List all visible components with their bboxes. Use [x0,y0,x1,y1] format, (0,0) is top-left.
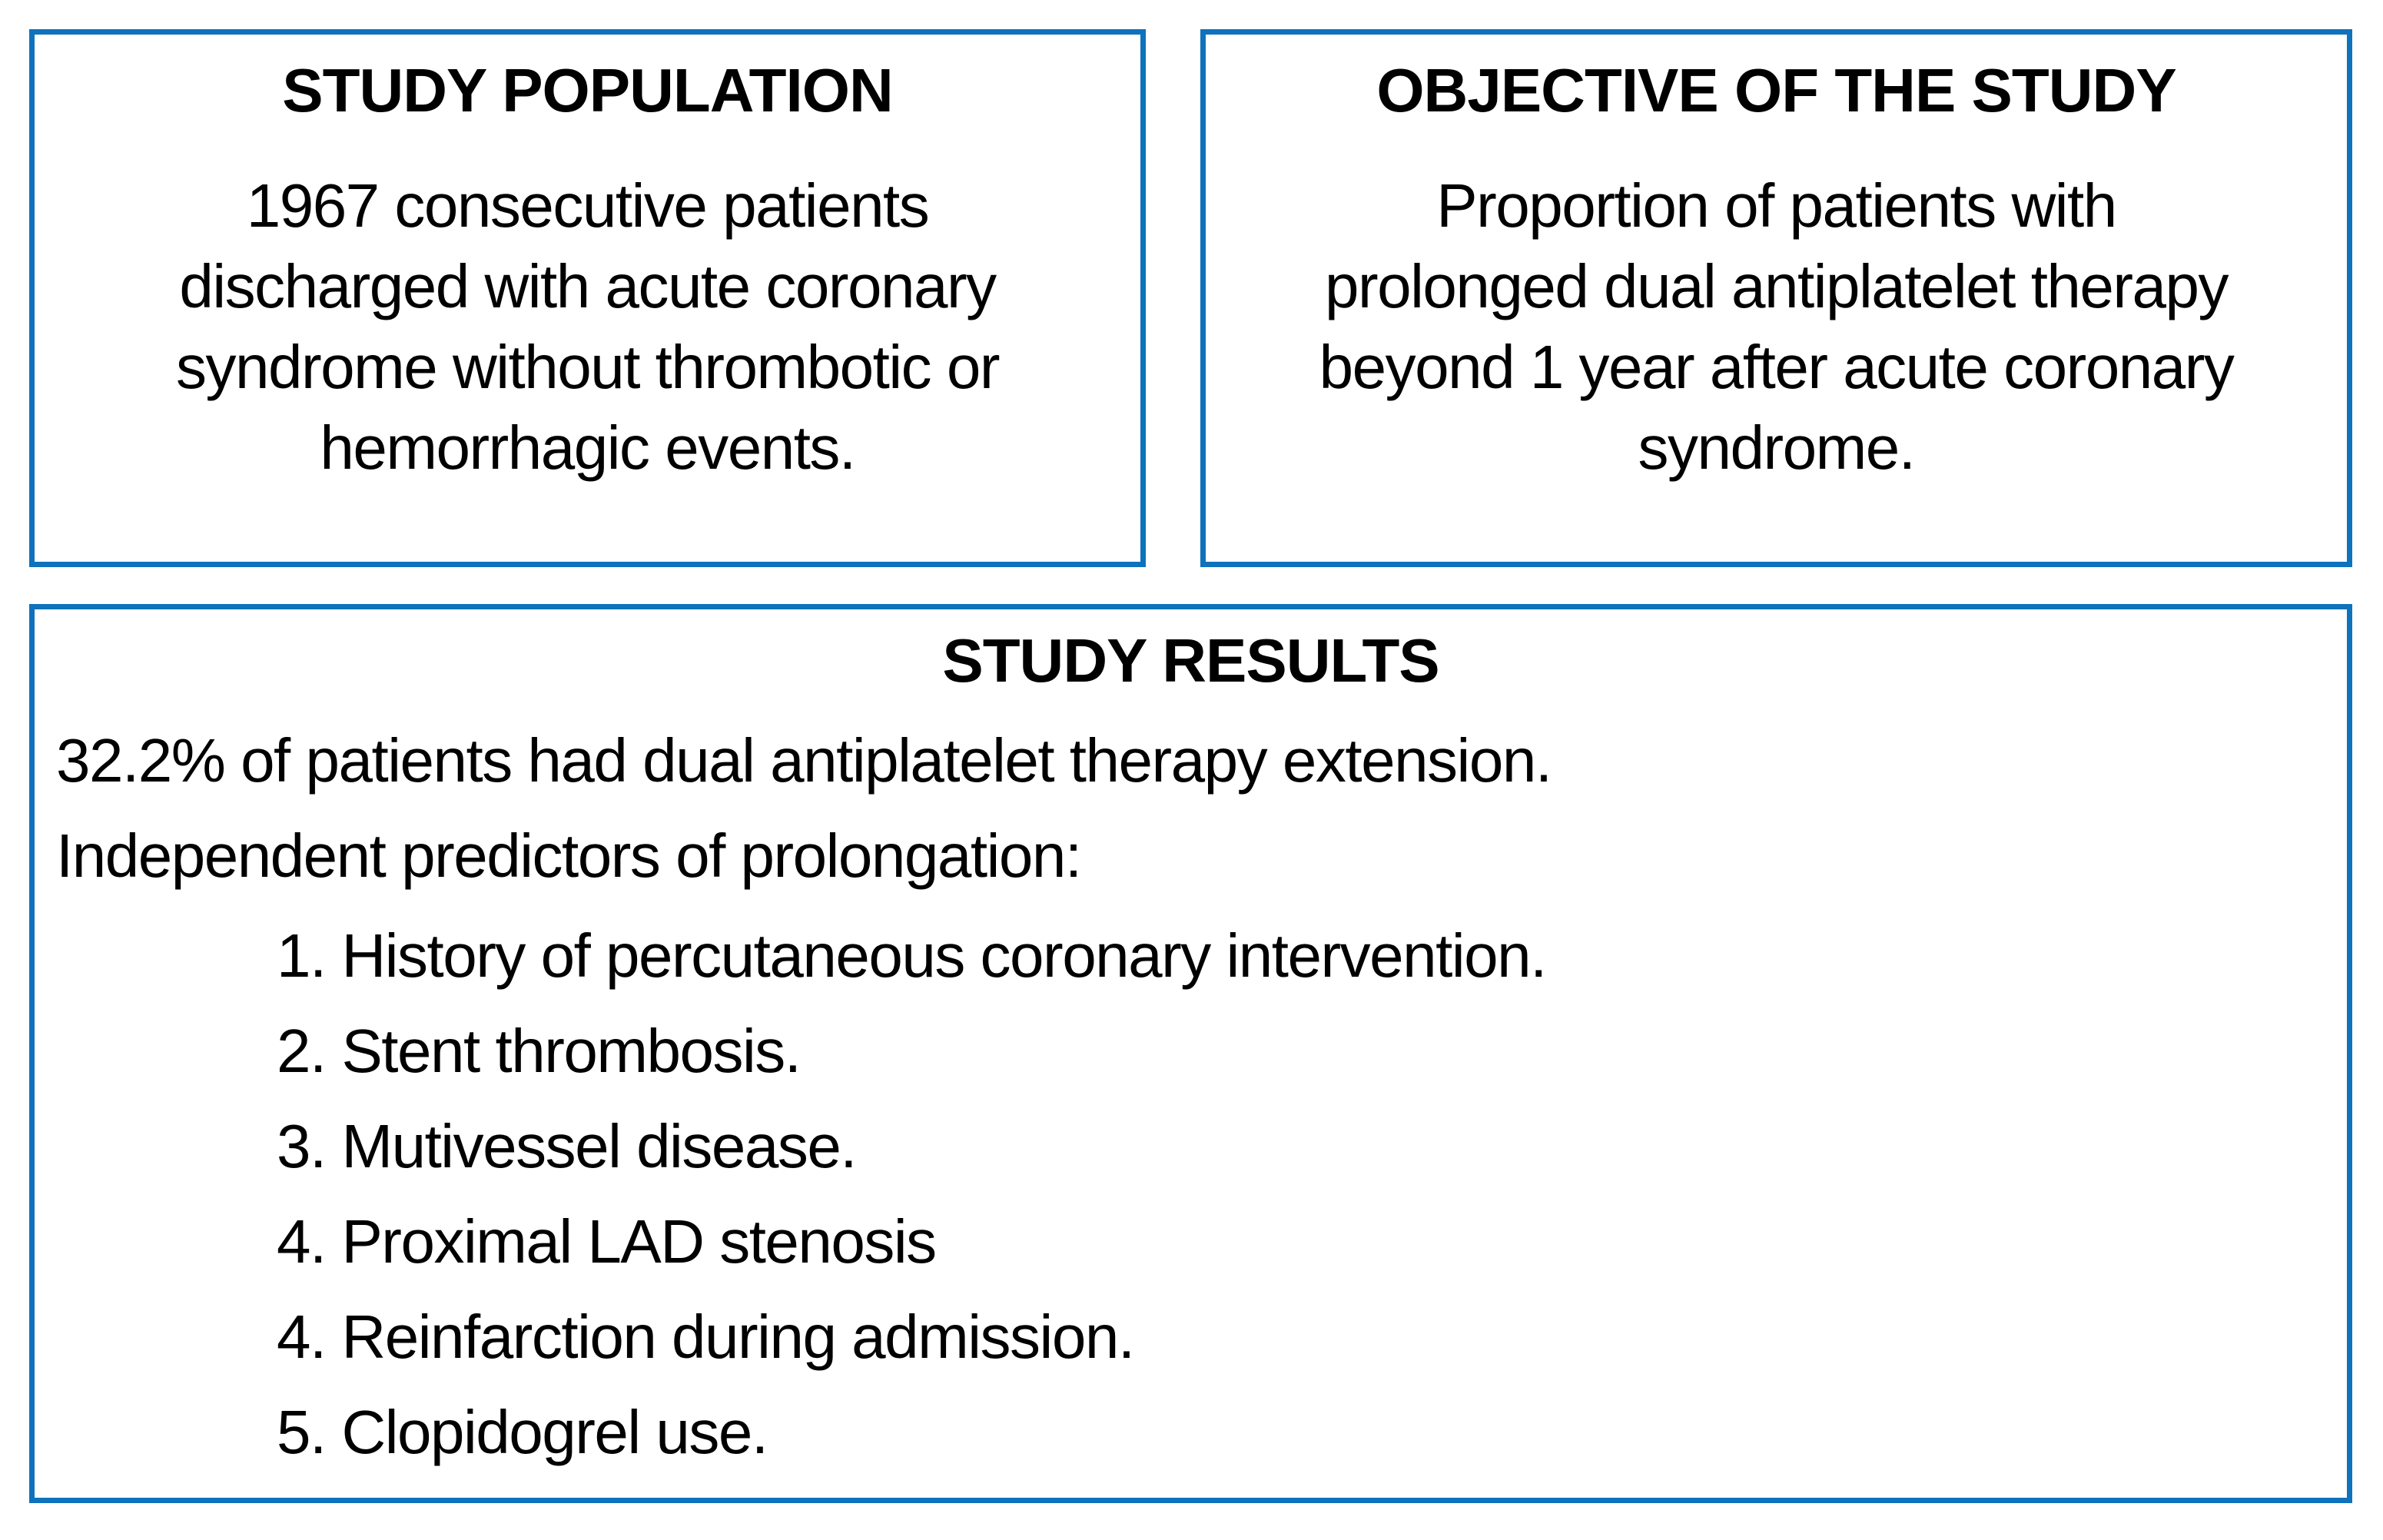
text-line: beyond 1 year after acute coronary [1319,333,2235,401]
study-objective-text: Proportion of patients with prolonged du… [1206,165,2347,488]
predictor-item: 3. Mutivessel disease. [277,1112,858,1180]
study-results-title: STUDY RESULTS [942,626,1439,695]
text-line: prolonged dual antiplatelet therapy [1324,252,2229,320]
study-results-summary: 32.2% of patients had dual antiplatelet … [35,713,2347,904]
text-line: discharged with acute coronary [179,252,997,320]
text-line: syndrome without thrombotic or [175,333,1001,401]
study-population-text: 1967 consecutive patients discharged wit… [35,165,1140,488]
predictor-item: 2. Stent thrombosis. [277,1017,802,1085]
study-population-box: STUDY POPULATION 1967 consecutive patien… [29,29,1146,567]
predictors-list: 1. History of percutaneous coronary inte… [35,908,2347,1480]
text-line: 32.2% of patients had dual antiplatelet … [56,726,1552,795]
predictor-item: 1. History of percutaneous coronary inte… [277,921,1547,990]
predictor-item: 4. Reinfarction during admission. [277,1303,1135,1371]
predictor-item: 5. Clopidogrel use. [277,1398,768,1466]
text-line: hemorrhagic events. [320,413,856,482]
study-objective-title: OBJECTIVE OF THE STUDY [1376,56,2176,124]
text-line: 1967 consecutive patients [246,171,930,240]
text-line: Independent predictors of prolongation: [56,821,1082,890]
study-population-title: STUDY POPULATION [282,56,893,124]
study-results-box: STUDY RESULTS 32.2% of patients had dual… [29,604,2352,1503]
study-objective-box: OBJECTIVE OF THE STUDY Proportion of pat… [1200,29,2352,567]
predictor-item: 4. Proximal LAD stenosis [277,1207,937,1276]
text-line: Proportion of patients with [1436,171,2117,240]
text-line: syndrome. [1638,413,1916,482]
